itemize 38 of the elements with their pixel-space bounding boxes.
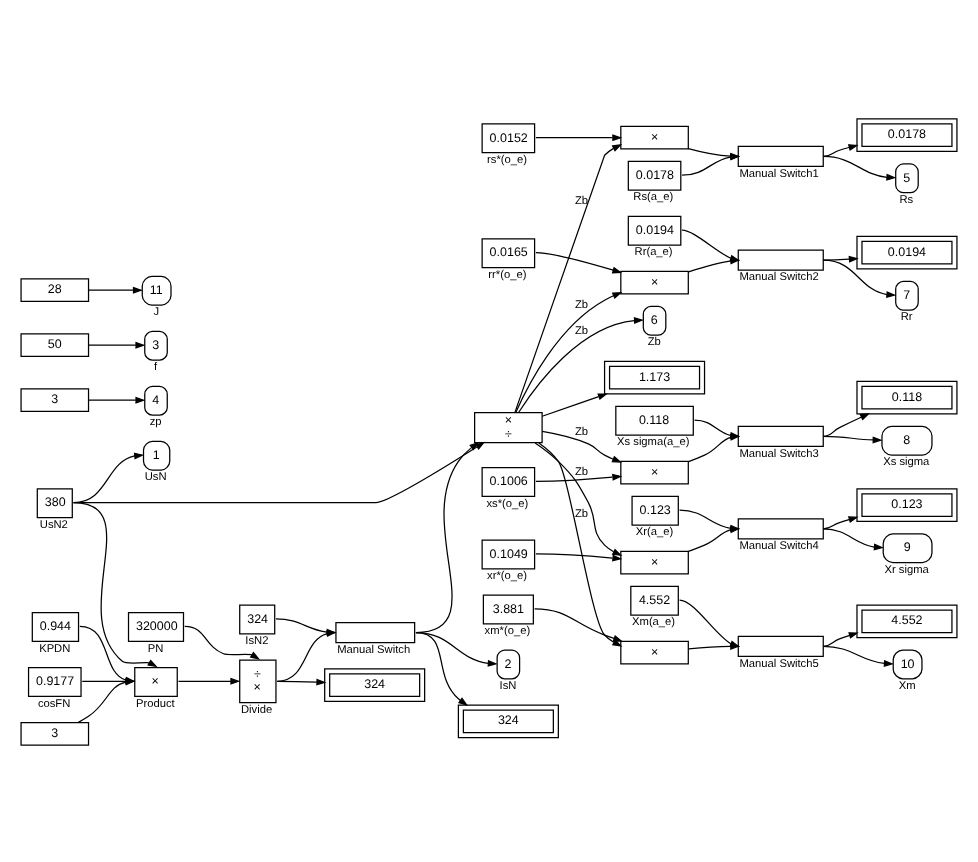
arrow [535, 552, 623, 561]
arrow [534, 607, 624, 641]
arrow [88, 340, 146, 348]
arrow [688, 256, 741, 272]
arrow [415, 630, 498, 666]
arrow [177, 676, 241, 684]
node-switch [335, 620, 416, 643]
arrow [72, 440, 486, 503]
arrow [514, 143, 623, 413]
arrow [822, 143, 859, 157]
arrow [535, 133, 623, 141]
arrow [822, 644, 894, 666]
node-switch [737, 424, 824, 446]
arrow [72, 500, 158, 667]
arrow [184, 624, 261, 659]
arrow [822, 154, 897, 180]
arrow [822, 515, 859, 529]
arrow [535, 472, 623, 481]
arrow [541, 392, 608, 416]
arrow [822, 254, 859, 262]
arrow [88, 285, 143, 293]
arrow [88, 395, 146, 403]
arrow [276, 677, 327, 685]
arrow [822, 412, 871, 436]
arrow [822, 631, 859, 646]
node-switch [737, 517, 824, 539]
arrow [515, 291, 623, 413]
arrow [535, 251, 623, 273]
arrow [541, 429, 623, 462]
arrow [822, 258, 897, 298]
arrow [518, 316, 644, 412]
arrow [822, 527, 884, 550]
node-switch [737, 634, 824, 656]
arrow [415, 630, 469, 705]
node-switch [737, 144, 824, 167]
node-switch [737, 248, 824, 270]
arrow [822, 434, 883, 443]
arrow [534, 441, 623, 556]
